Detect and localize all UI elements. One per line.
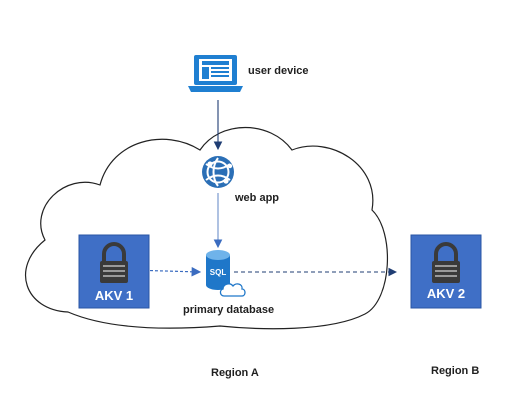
user-device-label: user device bbox=[248, 65, 309, 77]
akv1-vault: AKV 1 bbox=[78, 234, 150, 309]
web-app-label: web app bbox=[235, 192, 280, 204]
region-b-label: Region B bbox=[431, 365, 480, 377]
laptop-icon bbox=[188, 55, 243, 92]
akv2-lock-icon bbox=[432, 242, 460, 283]
sql-icon-text: SQL bbox=[210, 268, 227, 277]
akv1-label: AKV 1 bbox=[95, 288, 133, 303]
akv2-label: AKV 2 bbox=[427, 286, 465, 301]
cloud-service-icon bbox=[219, 283, 246, 297]
akv1-lock-icon bbox=[100, 242, 128, 283]
primary-database-label: primary database bbox=[183, 304, 275, 316]
akv2-vault: AKV 2 bbox=[410, 234, 482, 309]
region-a-label: Region A bbox=[211, 367, 259, 379]
web-app-globe-icon bbox=[202, 156, 234, 188]
sql-database-icon: SQL bbox=[206, 250, 230, 290]
